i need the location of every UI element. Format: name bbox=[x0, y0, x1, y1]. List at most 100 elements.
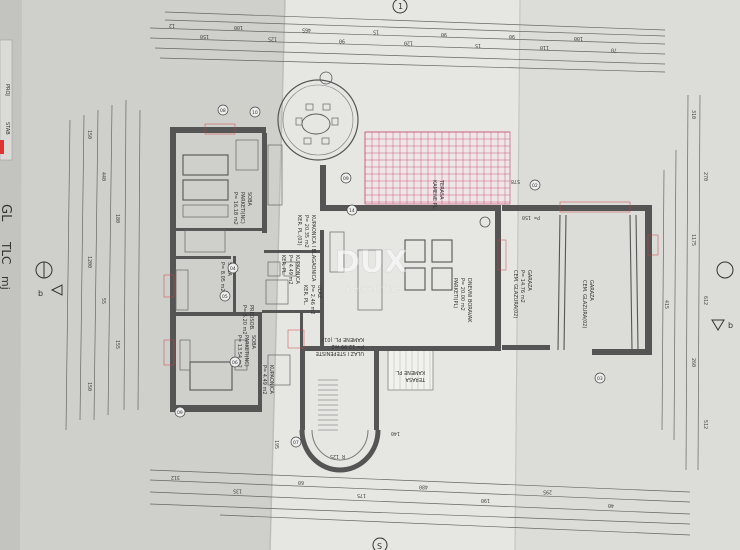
section-marker-bottom: S bbox=[372, 537, 388, 550]
room-label: KAMENE PL. bbox=[431, 180, 437, 210]
room-label: SOBA bbox=[246, 192, 252, 207]
grid-marker-circle bbox=[346, 204, 358, 216]
dimension-label: 15 bbox=[475, 42, 481, 48]
dimension-label: 1175 bbox=[690, 234, 696, 246]
dimension-label: 270 bbox=[702, 172, 708, 181]
dimension-label: 15 bbox=[373, 29, 379, 35]
room-label: DNEVNI BORAVAK bbox=[466, 278, 472, 323]
svg-text:b: b bbox=[38, 289, 43, 298]
watermark-brand: DUX bbox=[335, 245, 407, 280]
dimension-label: 612 bbox=[702, 296, 708, 305]
grid-marker-label: 08 bbox=[220, 108, 226, 114]
room-label: GARAZA bbox=[588, 280, 594, 301]
room-label: P= 13.54 m2 bbox=[236, 335, 242, 368]
watermark: DUX nekretnine bbox=[335, 245, 408, 295]
room-label: KER. PL. bbox=[302, 285, 308, 306]
furniture bbox=[175, 139, 491, 391]
svg-text:1: 1 bbox=[398, 2, 403, 11]
grid-marker-circle bbox=[174, 406, 186, 418]
room-label: PARKETI(NC) bbox=[243, 335, 249, 367]
staircase bbox=[318, 379, 338, 431]
room-label: P= 2.46 m2 bbox=[309, 285, 315, 315]
room-label: KUPAONICA I BLAGAONICA bbox=[310, 215, 316, 282]
grid-marker-circle bbox=[219, 290, 231, 302]
grid-marker-label: 03 bbox=[597, 376, 603, 382]
circular-bay bbox=[277, 71, 359, 161]
room-label: KAMENE PL. (01) bbox=[322, 336, 364, 342]
section-marker-right: b bbox=[711, 261, 734, 331]
room-label: ULAZ bbox=[316, 285, 322, 299]
dimension-lines-right bbox=[661, 94, 701, 471]
small-terrace bbox=[387, 349, 434, 391]
dimension-label: 100 bbox=[234, 24, 243, 30]
paper-fold-1 bbox=[269, 0, 286, 550]
grid-marker-label: 09 bbox=[343, 176, 349, 182]
top-dimension-labels: 12150100125465901512090159011010070578P=… bbox=[169, 22, 669, 459]
grid-marker-circle bbox=[529, 179, 541, 191]
dimension-label: 40 bbox=[608, 502, 614, 508]
room-label: PREDSOB. bbox=[248, 305, 254, 331]
room-label: TERASA bbox=[438, 179, 444, 200]
dimension-label: 100 bbox=[574, 35, 583, 41]
room-label: CEM. GLAZURA(02) bbox=[581, 280, 587, 328]
room-label: P= 14.76 m2 bbox=[519, 270, 525, 303]
grid-marker-circle bbox=[217, 104, 229, 116]
strip-text-1: GL bbox=[0, 204, 13, 222]
dimension-label: 60 bbox=[298, 479, 304, 485]
room-label: P= 4.49 m2 bbox=[261, 365, 267, 395]
room-label: KUPAONICA bbox=[268, 365, 274, 394]
dimension-label: 155 bbox=[114, 340, 120, 349]
strip-text-4: PROJ bbox=[4, 84, 10, 96]
dimension-label: 190 bbox=[481, 497, 490, 503]
dimension-label: 180 bbox=[114, 214, 120, 223]
dimension-label: P= 150 bbox=[522, 214, 540, 220]
grid-marker-label: 09 bbox=[177, 410, 183, 416]
dimension-label: 260 bbox=[690, 358, 696, 367]
dimension-label: 312 bbox=[171, 474, 180, 480]
grid-marker-circle bbox=[340, 172, 352, 184]
room-label: P= 20.35 m2 bbox=[303, 215, 309, 248]
grid-marker-circle bbox=[227, 262, 239, 274]
room-label: KAMENE PL. bbox=[395, 369, 425, 375]
dimension-label: 150 bbox=[86, 130, 92, 139]
dimension-label: 1200 bbox=[86, 256, 92, 268]
paper-right bbox=[515, 0, 740, 550]
room-label: TERASA bbox=[405, 376, 426, 382]
dimension-label: 140 bbox=[391, 430, 400, 436]
dimension-label: 90 bbox=[509, 33, 515, 39]
grid-marker-circle bbox=[229, 356, 241, 368]
grid-marker-label: 14 bbox=[349, 208, 355, 214]
grid-marker-label: 06 bbox=[232, 360, 238, 366]
dimension-label: 578 bbox=[511, 178, 520, 184]
room-label: KUPAONICA bbox=[294, 255, 300, 284]
dimension-label: 295 bbox=[543, 488, 552, 494]
dimension-label: 480 bbox=[419, 484, 428, 490]
room-label: CEM. GLAZURA(02) bbox=[512, 270, 518, 318]
grid-marker-label: 02 bbox=[532, 183, 538, 189]
dimension-label: 310 bbox=[690, 110, 696, 119]
room-label: P= 20.00 m2 bbox=[459, 278, 465, 311]
window-markers bbox=[163, 123, 659, 366]
dimension-label: 125 bbox=[268, 35, 277, 41]
dimension-lines-bottom bbox=[149, 469, 691, 536]
room-label: SOBA bbox=[250, 335, 256, 350]
dimension-label: 512 bbox=[702, 420, 708, 429]
room-label: P= 8.05 m2 bbox=[219, 262, 225, 292]
svg-text:S: S bbox=[377, 542, 382, 550]
section-marker-left: b bbox=[35, 261, 63, 298]
room-label: GARAZA bbox=[526, 270, 532, 291]
dimension-label: 150 bbox=[86, 382, 92, 391]
paper-fold-2 bbox=[514, 0, 521, 550]
grid-marker-label: 10 bbox=[252, 110, 258, 116]
dimension-label: 440 bbox=[100, 172, 106, 181]
dimension-label: 70 bbox=[611, 46, 617, 52]
dimension-label: 90 bbox=[441, 31, 447, 37]
dimension-label: 120 bbox=[404, 40, 413, 46]
dimension-lines-left bbox=[65, 99, 141, 431]
room-label: P= 16.18 m2 bbox=[232, 192, 238, 225]
dimension-label: 12 bbox=[169, 22, 175, 28]
dimension-label: 175 bbox=[357, 492, 366, 498]
grid-marker-circle bbox=[249, 106, 261, 118]
